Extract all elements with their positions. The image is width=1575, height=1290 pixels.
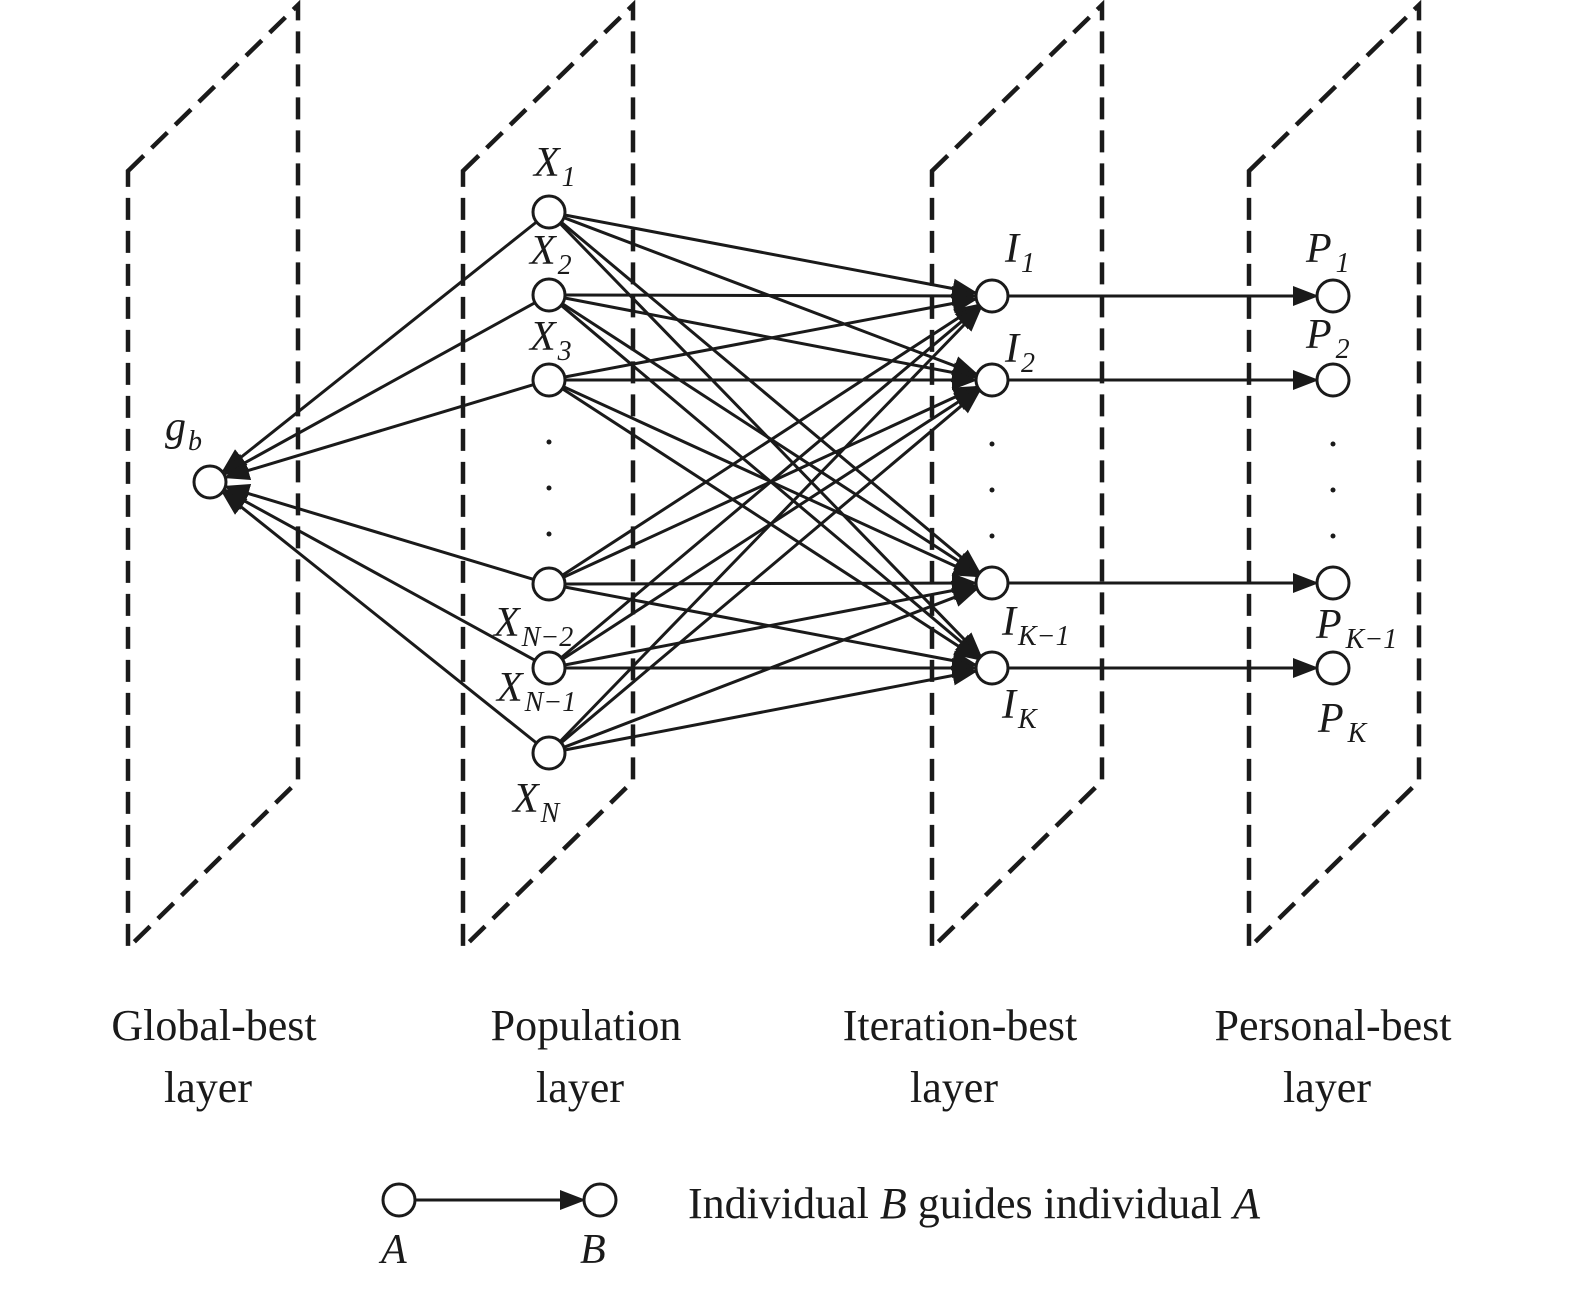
legend-node-a (381, 1182, 417, 1218)
legend-description: Individual B guides individual A (688, 1179, 1261, 1228)
label-i-k-minus-1: IK−1 (1001, 599, 1070, 652)
ellipsis-dot-population-2 (546, 531, 552, 537)
ellipsis-dot-iteration-1 (989, 487, 995, 493)
node-x-n-minus-1 (531, 650, 567, 686)
caption-population-line1: Population (491, 1001, 682, 1050)
edge-x0-to-global (220, 220, 538, 474)
edge-x5-to-i2 (563, 587, 979, 749)
legend-label-a: A (378, 1227, 407, 1273)
edge-x1-to-i0 (564, 285, 978, 306)
ellipsis-dot-iteration-2 (989, 533, 995, 539)
node-x-1 (531, 194, 567, 230)
edge-x0-to-i2 (560, 221, 982, 574)
caption-global-line2: layer (164, 1063, 252, 1112)
personal-best-layer-frame (1246, 0, 1422, 954)
node-i-k-minus-1 (974, 565, 1010, 601)
ellipsis-dots (546, 439, 1336, 539)
label-x-n-minus-1: XN−1 (495, 665, 576, 718)
node-p-1 (1315, 278, 1351, 314)
caption-global-line1: Global-best (111, 1001, 316, 1050)
label-x-2: X2 (528, 228, 572, 281)
legend-node-b (582, 1182, 618, 1218)
node-x-3 (531, 362, 567, 398)
label-x-1: X1 (532, 140, 576, 193)
guidance-edges (220, 213, 1319, 752)
ellipsis-dot-iteration-0 (989, 441, 995, 447)
edge-x3-to-global (223, 483, 535, 581)
caption-population-line2: layer (536, 1063, 624, 1112)
node-p-2 (1315, 362, 1351, 398)
node-i-2 (974, 362, 1010, 398)
edge-x2-to-i0 (564, 293, 979, 379)
edge-x4-to-global (222, 488, 536, 662)
edge-x4-to-i0 (560, 305, 982, 659)
node-labels: gb X1 X2 X3 XN−2 XN−1 XN I1 I2 IK−1 IK (165, 140, 1397, 829)
node-p-k-minus-1 (1315, 565, 1351, 601)
edge-x5-to-i0 (559, 306, 983, 743)
node-group (192, 194, 1351, 771)
edge-x3-to-i2 (564, 573, 978, 594)
ellipsis-dot-population-0 (546, 439, 552, 445)
caption-iteration-line1: Iteration-best (843, 1001, 1078, 1050)
ellipsis-dot-personal-0 (1330, 441, 1336, 447)
label-i-2: I2 (1004, 326, 1035, 379)
ellipsis-dot-population-1 (546, 485, 552, 491)
legend-label-b: B (580, 1227, 606, 1273)
label-x-n-minus-2: XN−2 (492, 600, 573, 653)
label-g-b: gb (165, 404, 202, 457)
node-i-1 (974, 278, 1010, 314)
edge-x3-to-i0 (561, 303, 981, 577)
node-x-n (531, 735, 567, 771)
legend: A B Individual B guides individual A (378, 1179, 1261, 1273)
label-x-3: X3 (528, 314, 572, 367)
layer-captions: Global-best layer Population layer Itera… (111, 1001, 1451, 1112)
caption-personal-line2: layer (1283, 1063, 1371, 1112)
label-i-1: I1 (1004, 226, 1035, 279)
edge-x5-to-i1 (560, 389, 982, 744)
edge-x4-to-i2 (564, 580, 979, 667)
node-g-b (192, 464, 228, 500)
edge-x0-to-i0 (564, 213, 979, 299)
caption-personal-line1: Personal-best (1214, 1001, 1451, 1050)
edge-x5-to-i3 (564, 665, 979, 752)
label-x-n: XN (511, 776, 561, 829)
node-x-n-minus-2 (531, 566, 567, 602)
node-x-2 (531, 277, 567, 313)
node-p-k (1315, 650, 1351, 686)
ellipsis-dot-personal-1 (1330, 487, 1336, 493)
edge-x1-to-global (222, 301, 536, 476)
node-i-k (974, 650, 1010, 686)
ellipsis-dot-personal-2 (1330, 533, 1336, 539)
iteration-best-layer-frame (929, 0, 1105, 954)
edge-x2-to-global (223, 383, 535, 481)
edge-x5-to-global (220, 490, 538, 745)
caption-iteration-line2: layer (910, 1063, 998, 1112)
label-i-k: IK (1001, 682, 1038, 735)
